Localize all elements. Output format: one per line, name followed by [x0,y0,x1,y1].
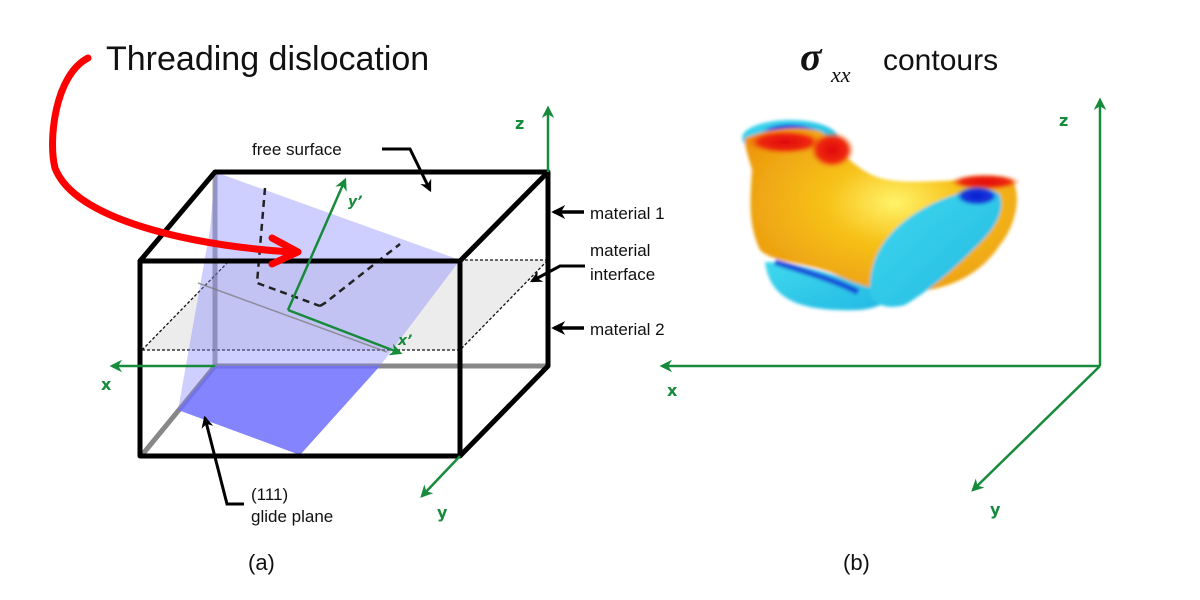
bottom-blue-band [774,259,860,295]
free-surface-label: free surface [252,140,342,159]
right-red-region [950,174,1020,190]
free-surface-leader [382,147,432,193]
panel-b-caption: (b) [843,550,870,575]
glide-plane-label-line1: (111) [251,485,288,504]
glide-plane-lower [178,366,380,455]
threading-dislocation-title: Threading dislocation [106,40,429,78]
top-red-region-left [747,130,823,154]
threading-dislocation-arrow [49,54,294,256]
panel-b: σ xx contours x z y (b) [659,34,1107,575]
panel-a: Threading dislocation y’ x’ x z [49,40,665,575]
material-interface-label-line1: material [590,241,650,260]
glide-plane-leader [201,415,244,506]
glide-plane-label-line2: glide plane [251,507,333,526]
dislocation-line-right [319,243,401,308]
y-axis-label: y [437,503,448,522]
material-2-label: material 2 [590,320,665,339]
b-y-axis-label: y [990,500,1001,519]
sigma-subscript: xx [830,62,851,87]
material-interface-plane [142,260,548,350]
material-interface-leader [529,264,585,283]
material-1-label: material 1 [590,204,665,223]
x-axis-label: x [101,375,112,394]
contours-title: contours [883,44,998,77]
panel-a-caption: (a) [248,550,275,575]
x-prime-label: x’ [397,333,412,349]
x-prime-axis [287,308,403,356]
y-prime-label: y’ [348,194,362,210]
right-blue-region [955,186,999,206]
top-red-region-right [810,132,854,168]
material-interface-label-line2: interface [590,265,655,284]
y-axis [420,455,461,498]
bottom-cyan-lobe [765,262,897,311]
b-x-axis-label: x [667,381,678,400]
threading-dislocation-arrowhead [268,234,302,268]
right-cyan-lobe [869,189,1002,307]
plane-intersection-line [197,282,388,353]
stress-contour-render [742,120,1020,311]
interface-dashed-edge [141,259,231,351]
b-y-axis [971,365,1101,492]
b-z-axis-label: z [1059,111,1068,130]
sigma-symbol: σ [800,34,823,79]
y-prime-axis [286,177,347,311]
z-axis-label: z [515,114,524,133]
